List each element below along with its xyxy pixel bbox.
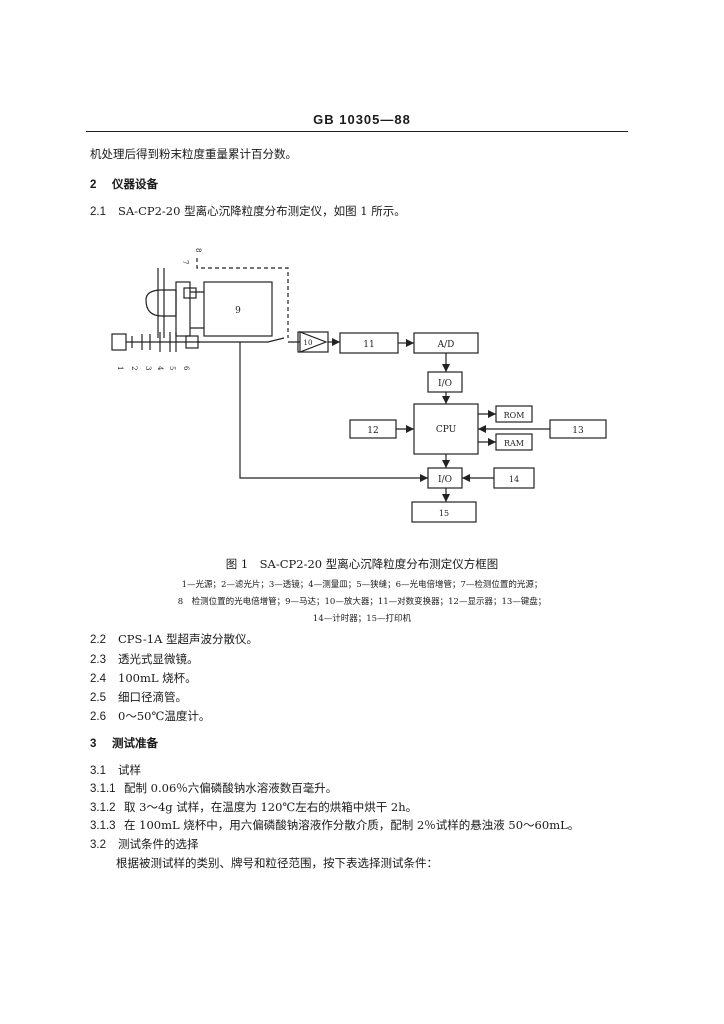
clause-text: 在 100mL 烧杯中，用六偏磷酸钠溶液作分散介质，配制 2％试样的悬浊液 50…: [124, 818, 580, 832]
amplifier-block: [299, 331, 328, 353]
clause-number: 3.2: [90, 839, 106, 851]
timer-signal-line: [239, 342, 428, 479]
part-label-8: 8: [194, 248, 202, 252]
clause-number: 3.1: [90, 765, 106, 777]
rotor-disk: [145, 289, 177, 317]
label-log-converter: 11: [363, 340, 374, 350]
label-printer: 15: [439, 509, 449, 518]
filter-lens-parts: [131, 334, 151, 350]
clause-text: 透光式显微镜。: [118, 652, 199, 666]
clause-2-1-number: 2.1: [90, 206, 106, 218]
clause-2-1-text: SA-CP2-20 型离心沉降粒度分布测定仪，如图 1 所示。: [118, 204, 406, 218]
timer-block: [493, 467, 535, 489]
clause-2-2: 2.2 CPS-1A 型超声波分散仪。: [90, 631, 258, 647]
part-label-3: 3: [144, 366, 152, 370]
label-timer: 14: [509, 475, 519, 484]
label-keyboard: 13: [572, 426, 584, 436]
clause-number: 2.2: [90, 634, 106, 646]
clause-3-1-2: 3.1.2 取 3～4g 试样，在温度为 120℃左右的烘箱中烘干 2h。: [90, 799, 417, 815]
clause-2-4: 2.4 100mL 烧杯。: [90, 670, 197, 686]
clause-2-6: 2.6 0～50℃温度计。: [90, 708, 210, 724]
intro-text: 机处理后得到粉末粒度重量累计百分数。: [90, 147, 297, 161]
clause-2-3: 2.3 透光式显微镜。: [90, 651, 199, 667]
standard-header: GB 10305—88: [313, 112, 411, 127]
section-2-heading: 2 仪器设备: [90, 176, 158, 192]
figure-legend-line-1: 1—光源；2—滤光片；3—透镜；4—测量皿；5—狭缝；6—光电倍增管；7—检测位…: [181, 580, 543, 590]
clause-text: 0～50℃温度计。: [118, 709, 211, 723]
clause-2-1: 2.1 SA-CP2-20 型离心沉降粒度分布测定仪，如图 1 所示。: [90, 203, 406, 219]
clause-number: 2.4: [90, 673, 106, 685]
clause-number: 3.1.3: [90, 820, 116, 832]
figure-caption: 图 1 SA-CP2-20 型离心沉降粒度分布测定仪方框图: [225, 557, 499, 571]
section-2-number: 2: [90, 179, 97, 191]
io-block-upper: [427, 371, 463, 393]
position-detector-part: [183, 287, 197, 299]
clause-3-1: 3.1 试样: [90, 762, 141, 778]
dashed-detector-line: [196, 258, 289, 338]
section-3-heading: 3 测试准备: [90, 735, 158, 751]
part-label-4: 4: [156, 366, 164, 371]
light-source-part: [111, 333, 127, 351]
clause-number: 2.3: [90, 654, 106, 666]
label-amplifier: 10: [304, 339, 313, 347]
label-io-upper: I/O: [438, 379, 452, 389]
clause-number: 3.1.1: [90, 783, 116, 795]
measurement-cell-parts: [159, 332, 177, 352]
section-3-number: 3: [90, 738, 97, 750]
part-label-6: 6: [182, 366, 190, 371]
clause-3-1-1: 3.1.1 配制 0.06％六偏磷酸钠水溶液数百毫升。: [90, 780, 337, 796]
label-ram: RAM: [504, 439, 524, 448]
rotor-frame: [157, 268, 165, 338]
block-diagram-figure: 9 10 11 A/D I/O CPU ROM RAM 12 13 I/O 14…: [111, 248, 607, 523]
section-2-title: 仪器设备: [112, 177, 158, 191]
rotor-hub: [175, 281, 191, 337]
motor-block: [203, 281, 273, 337]
clause-3-2: 3.2 测试条件的选择: [90, 836, 199, 852]
clause-2-5: 2.5 细口径滴管。: [90, 689, 187, 705]
clause-text: CPS-1A 型超声波分散仪。: [118, 632, 258, 646]
header-rule: [86, 131, 628, 132]
clause-text: 100mL 烧杯。: [118, 671, 197, 685]
figure-legend-line-2: 8 检测位置的光电倍增管；9—马达；10—放大器；11—对数变换器；12—显示器…: [177, 597, 547, 607]
clause-text: 配制 0.06％六偏磷酸钠水溶液数百毫升。: [124, 781, 338, 795]
clause-number: 2.6: [90, 711, 106, 723]
clause-3-2-body: 根据被测试样的类别、牌号和粒径范围，按下表选择测试条件：: [116, 856, 438, 870]
label-io-lower: I/O: [438, 475, 452, 485]
clause-number: 3.1.2: [90, 802, 116, 814]
part-label-7: 7: [181, 260, 189, 264]
clause-text: 试样: [118, 763, 141, 777]
part-label-1: 1: [116, 366, 124, 370]
figure-legend-line-3: 14—计时器；15—打印机: [312, 614, 412, 624]
part-label-5: 5: [168, 366, 176, 370]
label-display: 12: [367, 426, 378, 436]
section-3-title: 测试准备: [112, 736, 158, 750]
clause-number: 2.5: [90, 692, 106, 704]
label-motor: 9: [235, 306, 241, 316]
clause-3-1-3: 3.1.3 在 100mL 烧杯中，用六偏磷酸钠溶液作分散介质，配制 2％试样的悬…: [90, 817, 579, 833]
part-label-2: 2: [130, 366, 138, 370]
label-ad: A/D: [437, 340, 455, 350]
clause-text: 测试条件的选择: [118, 837, 199, 851]
clause-text: 细口径滴管。: [118, 690, 187, 704]
label-rom: ROM: [504, 411, 525, 420]
printer-block: [411, 501, 477, 523]
clause-text: 取 3～4g 试样，在温度为 120℃左右的烘箱中烘干 2h。: [124, 800, 418, 814]
label-cpu: CPU: [436, 425, 457, 435]
